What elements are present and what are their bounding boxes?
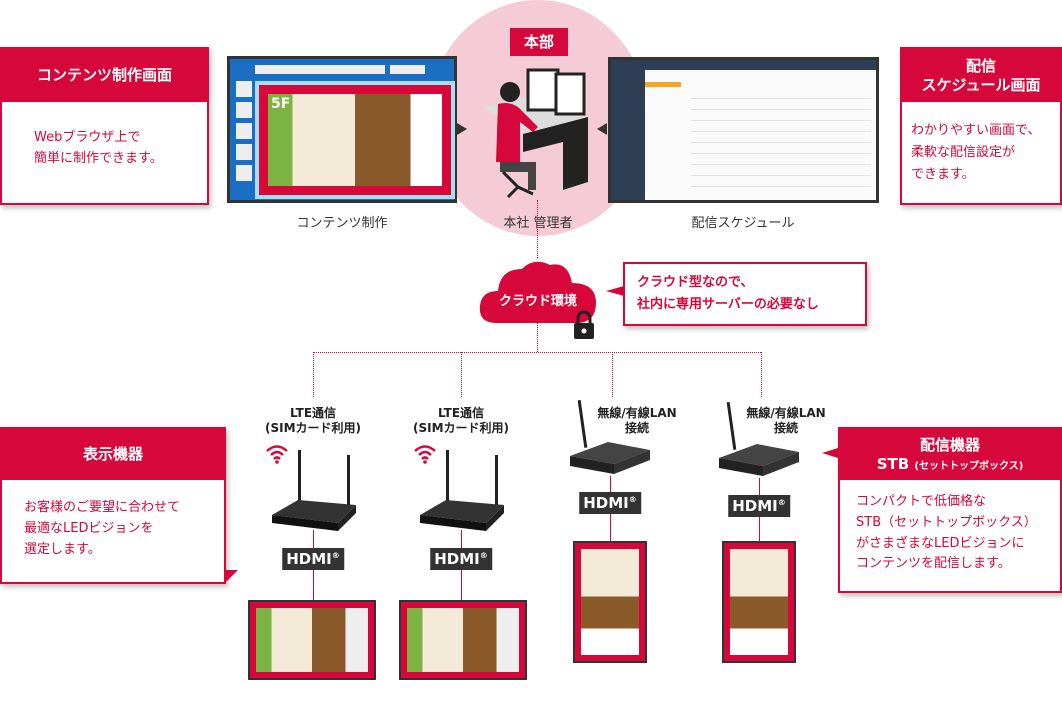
box-title: 配信機器 (919, 435, 980, 454)
led-display-portrait (722, 541, 796, 663)
box-body-line: Webブラウザ上で (34, 130, 141, 145)
device-label-line: LTE通信 (289, 406, 337, 420)
device-label-line: 無線/有線LAN (597, 406, 677, 420)
box-title-line: 配信 (965, 56, 996, 75)
callout-line: クラウド型なので、 (637, 275, 754, 290)
schedule-monitor (608, 57, 879, 203)
callout-line: 社内に専用サーバーの必要なし (637, 297, 819, 313)
device-label-line: 無線/有線LAN (746, 406, 826, 420)
device-label-line: (SIMカード利用) (412, 421, 510, 435)
box-title: コンテンツ制作画面 (36, 66, 172, 85)
callout-arrow (224, 570, 238, 584)
device-label: LTE通信(SIMカード利用) (265, 406, 361, 436)
content-creation-info-box: コンテンツ制作画面 Webブラウザ上で 簡単に制作できます。 (0, 47, 209, 205)
box-subtitle-small: (セットトップボックス) (914, 460, 1024, 472)
registered-mark: ® (777, 498, 786, 507)
connector-line (761, 352, 762, 397)
display-device-info-box: 表示機器 お客様のご要望に合わせて 最適なLEDビジョンを 選定します。 (0, 427, 226, 584)
box-body-line: 簡単に制作できます。 (34, 150, 163, 166)
hdmi-badge: HDMI® (430, 548, 492, 570)
box-title-line: スケジュール画面 (921, 75, 1041, 94)
wifi-icon (266, 445, 288, 464)
box-body-line: コンテンツを配信します。 (856, 556, 1011, 572)
schedule-info-box: 配信 スケジュール画面 わかりやすい画面で、 柔軟な配信設定が できます。 (900, 47, 1062, 205)
hdmi-text: HDMI (732, 497, 778, 515)
cloud-callout: クラウド型なので、 社内に専用サーバーの必要なし (623, 262, 867, 326)
led-display-landscape (399, 600, 527, 680)
hdmi-badge: HDMI® (728, 495, 790, 517)
led-display-portrait (573, 541, 647, 663)
box-subtitle: STB (876, 454, 910, 473)
cloud-label: クラウド環境 (498, 294, 577, 309)
hdmi-badge: HDMI® (282, 548, 344, 570)
hq-label: 本部 (510, 28, 568, 56)
registered-mark: ® (628, 495, 637, 504)
connector-line (537, 322, 538, 352)
box-body-line: STB（セットトップボックス） (856, 514, 1037, 530)
box-body-line: がさまざまなLEDビジョンに (856, 535, 1025, 551)
lte-router-icon (272, 450, 356, 531)
wifi-icon (414, 445, 436, 464)
connector-line (612, 352, 613, 397)
content-monitor-caption: コンテンツ制作 (296, 216, 388, 231)
admin-caption: 本社 管理者 (503, 216, 573, 231)
box-body-line: 最適なLEDビジョンを (24, 520, 154, 536)
box-body-line: できます。 (911, 167, 975, 183)
floor-badge: 5F (271, 96, 291, 112)
registered-mark: ® (331, 551, 340, 560)
stb-icon (719, 401, 799, 476)
hdmi-text: HDMI (286, 550, 332, 568)
box-body-line: お客様のご要望に合わせて (24, 500, 181, 515)
box-title: 表示機器 (82, 445, 143, 464)
hdmi-text: HDMI (583, 494, 629, 512)
callout-arrow (606, 286, 624, 296)
stb-info-box: 配信機器 STB (セットトップボックス) コンパクトで低価格な STB（セット… (838, 427, 1062, 593)
box-body-line: 柔軟な配信設定が (911, 145, 1016, 161)
device-label-line: LTE通信 (437, 406, 485, 420)
cloud-icon (479, 261, 596, 323)
content-creation-monitor: 5F (227, 56, 457, 203)
device-label-line: (SIMカード利用) (264, 421, 362, 435)
arrow-to-admin (457, 123, 467, 135)
connector-line (537, 200, 538, 258)
hdmi-badge: HDMI® (579, 492, 641, 514)
callout-arrow (822, 448, 838, 458)
lock-icon (574, 310, 594, 339)
lte-router-icon (420, 450, 504, 531)
device-label-line: 接続 (773, 421, 798, 435)
box-body-line: コンパクトで低価格な (856, 494, 987, 509)
connector-line (461, 352, 462, 397)
connector-line (313, 352, 314, 397)
hdmi-text: HDMI (434, 550, 480, 568)
connector-line (313, 352, 761, 353)
device-label: LTE通信(SIMカード利用) (413, 406, 509, 436)
schedule-monitor-caption: 配信スケジュール (691, 216, 795, 231)
arrow-to-admin-right (597, 123, 607, 135)
led-display-landscape (248, 600, 376, 680)
admin-person-illustration (483, 68, 588, 199)
stb-icon (570, 399, 650, 474)
box-body-line: 選定します。 (24, 541, 101, 557)
registered-mark: ® (479, 551, 488, 560)
box-body-line: わかりやすい画面で、 (911, 123, 1041, 138)
device-label-line: 接続 (624, 421, 649, 435)
